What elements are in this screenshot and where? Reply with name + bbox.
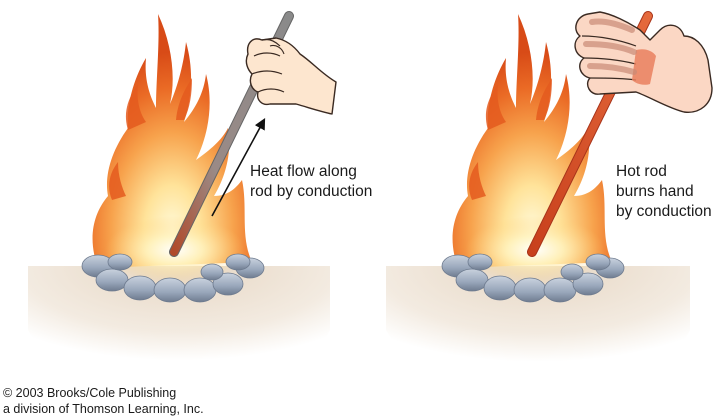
caption-right-line-1: Hot rod [616, 163, 667, 180]
stones-right [441, 253, 625, 303]
hand-right [574, 11, 713, 113]
caption-right-line-3: by conduction [616, 203, 712, 220]
flame-right [452, 14, 612, 268]
copyright-notice: © 2003 Brooks/Cole Publishing a division… [3, 385, 204, 417]
hand-left-palm [245, 37, 337, 115]
stones-left [81, 253, 265, 303]
caption-left-line-1: Heat flow along [250, 163, 357, 180]
caption-left-line-2: rod by conduction [250, 183, 373, 200]
hand-left [245, 37, 337, 115]
heat-flow-arrow [211, 118, 266, 217]
burn-mark [632, 49, 656, 85]
ground-right [386, 266, 690, 394]
copyright-line-2: a division of Thomson Learning, Inc. [3, 402, 204, 416]
flame-left [92, 14, 253, 268]
caption-right: Hot rod burns hand by conduction [616, 162, 712, 222]
left-panel [28, 11, 337, 392]
caption-right-line-2: burns hand [616, 183, 694, 200]
caption-left: Heat flow along rod by conduction [250, 162, 372, 202]
flame-tongues-right [469, 78, 552, 200]
right-panel [386, 11, 713, 394]
flame-tongues-left [109, 78, 192, 200]
ground-left [28, 266, 330, 392]
copyright-line-1: © 2003 Brooks/Cole Publishing [3, 386, 177, 400]
